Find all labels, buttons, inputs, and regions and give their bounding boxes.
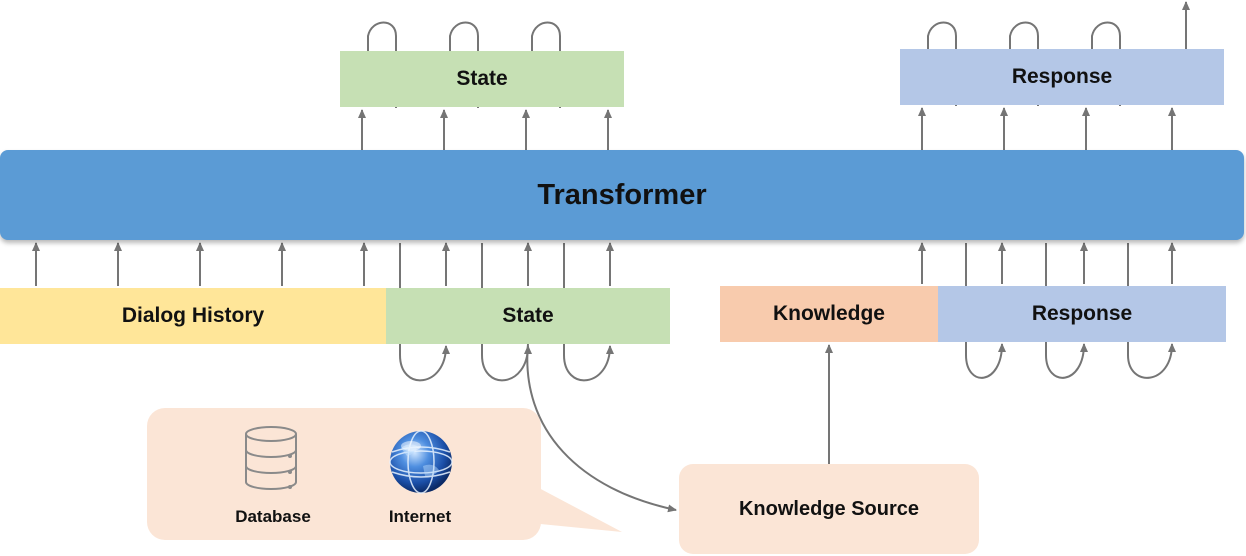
transformer-box: Transformer	[0, 150, 1244, 240]
knowledge-source-label: Knowledge Source	[738, 498, 920, 520]
database-icon	[245, 426, 297, 490]
knowledge-source-box: Knowledge Source	[679, 464, 979, 554]
response-input-label: Response	[1031, 302, 1133, 325]
response-output-label: Response	[1011, 65, 1113, 88]
globe-icon	[389, 430, 453, 494]
sources-callout	[147, 408, 541, 540]
transformer-label: Transformer	[537, 178, 707, 211]
response-feedback-loop-24	[1009, 21, 1039, 106]
response-input-loop-30	[965, 243, 1006, 379]
state-feedback-loop-20	[367, 21, 397, 108]
response-feedback-loop-25	[1091, 21, 1121, 106]
dialog-history-label: Dialog History	[121, 304, 265, 327]
response-feedback-loop-23	[927, 21, 957, 106]
response-input-box: Response	[938, 286, 1226, 342]
database-label: Database	[235, 507, 311, 526]
dialog-history-box: Dialog History	[0, 288, 386, 344]
arrow-group	[32, 1, 1190, 513]
internet-label: Internet	[388, 507, 452, 526]
state-feedback-loop-22	[531, 21, 561, 108]
response-input-loop-32	[1127, 243, 1176, 379]
response-output-box: Response	[900, 49, 1224, 105]
state-output-label: State	[456, 67, 508, 90]
state-input-box: State	[386, 288, 670, 344]
state-output-box: State	[340, 51, 624, 107]
state-feedback-loop-21	[449, 21, 479, 108]
knowledge-box: Knowledge	[720, 286, 938, 342]
state-input-loop-29	[563, 243, 614, 382]
response-input-loop-31	[1045, 243, 1088, 379]
state-input-label: State	[502, 304, 554, 327]
state-input-loop-27	[399, 243, 450, 382]
callout-tail	[520, 478, 622, 532]
state-to-source-arrow-33	[526, 343, 677, 513]
knowledge-label: Knowledge	[772, 302, 885, 325]
state-input-loop-28	[481, 243, 532, 382]
